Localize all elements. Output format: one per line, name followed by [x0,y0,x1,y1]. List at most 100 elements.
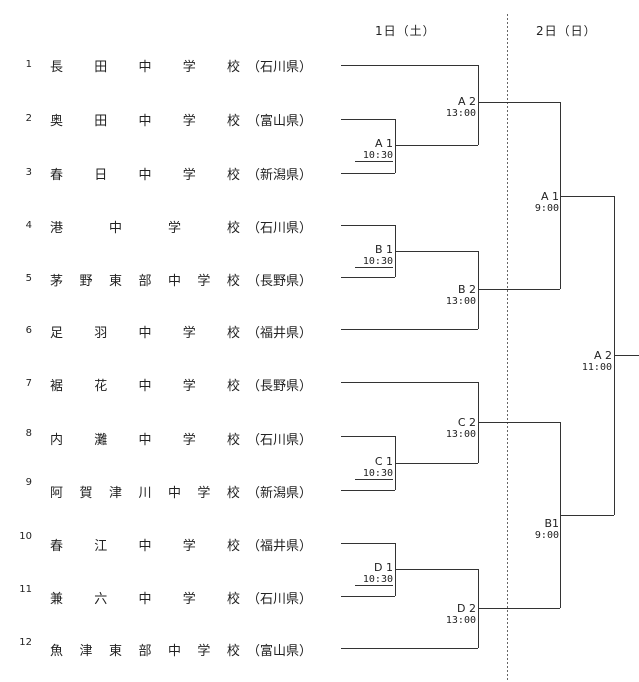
team-name-char: 学 [197,486,211,501]
seed-number: 1 [25,59,32,70]
match-code: D 2 [457,602,476,615]
team-prefecture: （新潟県） [247,168,313,183]
team-name-char: 校 [226,433,240,448]
team-name-char: 中 [138,60,152,75]
team-name-char: 中 [138,433,152,448]
team-prefecture: （新潟県） [247,486,313,501]
r2-join-d2 [478,569,560,648]
team-name-char: 学 [182,326,196,341]
sf-join-b1 [560,422,614,608]
team-prefecture: （石川県） [247,592,313,607]
team-name-char: 中 [138,592,152,607]
team-name-char: 学 [182,433,196,448]
team-name: 港中学校 [50,217,240,236]
match-time: 10:30 [355,150,393,162]
day-header-2: 2日（日） [536,24,597,38]
match-label-r2-a2: A 2 13:00 [436,95,476,119]
team-name-char: 学 [182,114,196,129]
r1-join-d1 [395,543,478,596]
seed-number: 6 [25,325,32,336]
match-code: D 1 [374,561,393,574]
team-name-char: 学 [167,221,181,236]
team-name-char: 中 [138,539,152,554]
match-label-sf-b1: B1 9:00 [527,517,559,541]
team-name-char: 津 [79,644,93,659]
team-name-char: 学 [197,644,211,659]
match-label-r1-a1: A 1 10:30 [355,137,393,162]
match-time: 10:30 [355,256,393,268]
team-name-char: 中 [138,114,152,129]
team-name-char: 日 [94,168,108,183]
team-prefecture: （富山県） [247,114,313,129]
team-name-char: 賀 [79,486,93,501]
team-prefecture: （長野県） [247,274,313,289]
team-name-char: 兼 [50,592,64,607]
team-name: 阿賀津川中学校 [50,482,240,501]
team-name-char: 野 [79,274,93,289]
team-name-char: 校 [226,486,240,501]
final-join [614,196,639,515]
r1-join-a1 [395,119,478,173]
team-name-char: 校 [226,592,240,607]
team-name-char: 中 [108,221,122,236]
seed-number: 4 [25,220,32,231]
team-name-char: 校 [226,539,240,554]
team-name-char: 羽 [94,326,108,341]
match-time: 9:00 [534,530,559,541]
match-time: 10:30 [355,468,393,480]
match-code: B1 [544,517,559,530]
team-name-char: 春 [50,168,64,183]
match-time: 13:00 [445,296,476,307]
team-name: 茅野東部中学校 [50,270,240,289]
seed-number: 9 [25,477,32,488]
team-name: 内灘中学校 [50,429,240,448]
team-name-char: 校 [226,168,240,183]
team-name-char: 茅 [50,274,64,289]
team-name-char: 学 [182,168,196,183]
seed-number: 11 [19,584,32,595]
team-name-char: 春 [50,539,64,554]
match-label-r1-b1: B 1 10:30 [355,243,393,268]
team-name-char: 内 [50,433,64,448]
team-name-char: 奥 [50,114,64,129]
team-name-char: 中 [167,486,181,501]
team-name-char: 六 [94,592,108,607]
day-header-1: 1日（土） [375,24,436,38]
match-time: 13:00 [445,615,476,626]
team-name-char: 校 [226,60,240,75]
seed-number: 7 [25,378,32,389]
match-time: 9:00 [534,203,559,214]
sf-join-a1 [560,102,614,289]
team-name-char: 江 [94,539,108,554]
match-time: 13:00 [445,429,476,440]
team-name-char: 部 [138,644,152,659]
team-name-char: 中 [138,326,152,341]
match-code: A 1 [374,137,393,150]
r2-join-b2 [478,251,560,329]
match-time: 10:30 [355,574,393,586]
team-prefecture: （石川県） [247,60,313,75]
r1-join-b1 [395,225,478,277]
team-name-char: 阿 [50,486,64,501]
team-prefecture: （福井県） [247,326,313,341]
team-name: 足羽中学校 [50,322,240,341]
team-name-char: 東 [108,274,122,289]
team-name-char: 魚 [50,644,64,659]
team-name-char: 港 [50,221,64,236]
team-name-char: 校 [226,326,240,341]
match-code: A 2 [457,95,476,108]
team-name-char: 灘 [94,433,108,448]
match-time: 11:00 [581,362,612,373]
match-code: C 1 [374,455,393,468]
r1-join-c1 [395,436,478,490]
seed-number: 10 [19,531,32,542]
match-time: 13:00 [445,108,476,119]
team-prefecture: （石川県） [247,221,313,236]
team-name-char: 部 [138,274,152,289]
team-name-char: 校 [226,274,240,289]
team-name-char: 校 [226,114,240,129]
match-code: C 2 [457,416,476,429]
team-prefecture: （長野県） [247,379,313,394]
team-prefecture: （石川県） [247,433,313,448]
match-code: A 2 [593,349,612,362]
